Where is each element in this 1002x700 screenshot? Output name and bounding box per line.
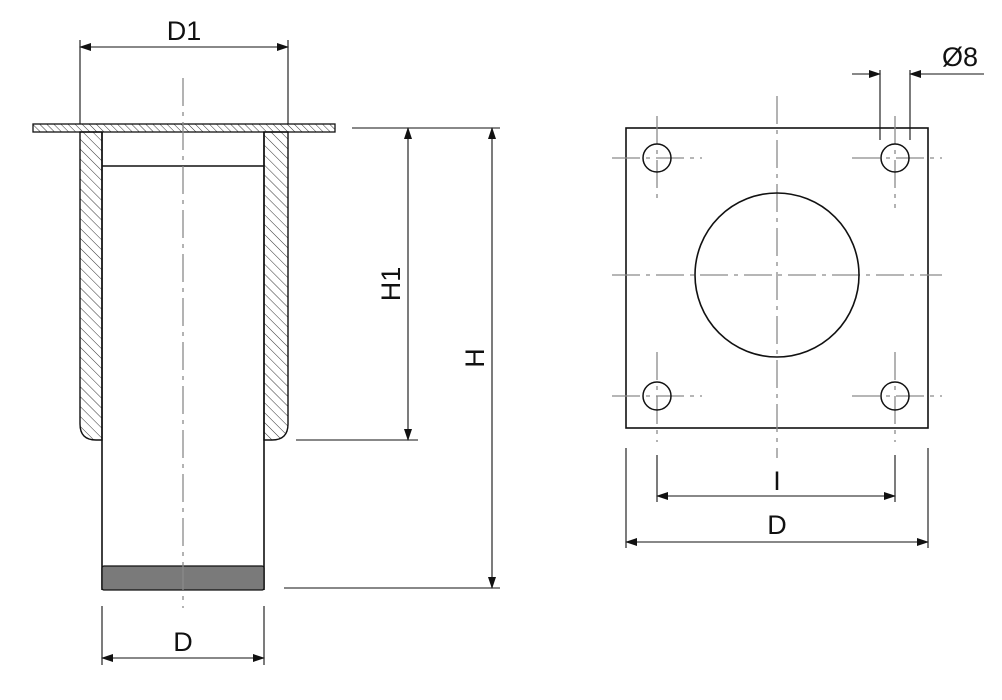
dim-h-label: H — [460, 348, 490, 368]
dim-plate-width-label: D — [767, 510, 787, 540]
mount-hole-bottom-right — [880, 381, 910, 411]
dim-hole-diameter-label: Ø8 — [942, 42, 978, 72]
sleeve-right-wall — [263, 131, 289, 441]
dim-hole-diameter: Ø8 — [852, 42, 984, 140]
dim-d-bottom-label: D — [173, 627, 193, 657]
dim-h: H — [284, 127, 500, 589]
dim-d1: D1 — [79, 16, 289, 124]
plan-view: Ø8 I D — [612, 42, 984, 548]
dim-hole-spacing-label: I — [773, 466, 781, 496]
top-flange — [32, 123, 336, 133]
side-view: D1 D H1 H — [32, 16, 500, 665]
center-bore — [694, 192, 860, 358]
dim-d1-label: D1 — [167, 16, 202, 46]
dim-h1: H1 — [296, 127, 418, 441]
sleeve-left-wall — [79, 131, 103, 441]
dim-h1-label: H1 — [376, 267, 406, 302]
mount-hole-top-left — [642, 143, 672, 173]
dim-hole-spacing: I — [656, 455, 896, 502]
dim-plate-width: D — [625, 448, 929, 548]
dim-d-bottom: D — [101, 606, 265, 665]
mount-hole-bottom-left — [642, 381, 672, 411]
mount-hole-top-right — [880, 143, 910, 173]
